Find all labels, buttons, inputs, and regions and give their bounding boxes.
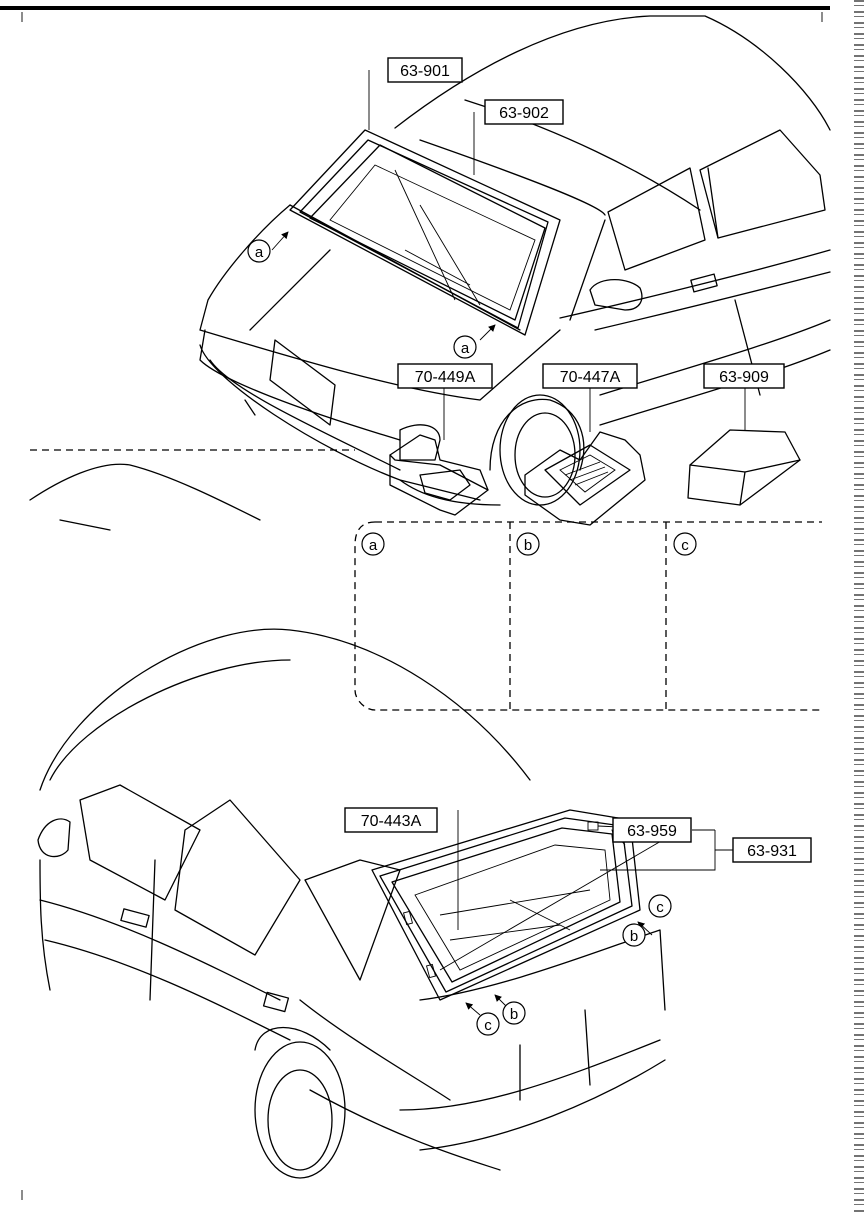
spacer-63-909-illustration xyxy=(687,368,801,506)
callout-b-rear-right: b xyxy=(630,928,638,945)
label-63-959: 63-959 xyxy=(627,823,677,840)
top-border xyxy=(0,6,830,10)
detail-box xyxy=(30,368,822,711)
label-63-931: 63-931 xyxy=(747,843,797,860)
part-labels: 63-901 63-902 70-449A 70-447A 63-909 70-… xyxy=(344,57,812,863)
label-63-909: 63-909 xyxy=(719,369,769,386)
callout-c-rear-right: c xyxy=(656,899,664,916)
callout-a-detail: a xyxy=(369,537,378,554)
clip-70-447a-illustration xyxy=(524,368,646,526)
label-70-447a: 70-447A xyxy=(560,369,621,386)
callout-b-detail: b xyxy=(524,537,532,554)
front-car-illustration xyxy=(199,15,831,506)
callout-c-detail: c xyxy=(681,537,689,554)
label-63-902: 63-902 xyxy=(499,105,549,122)
label-70-449a: 70-449A xyxy=(415,369,476,386)
callout-c-rear-left: c xyxy=(484,1017,492,1034)
label-63-901: 63-901 xyxy=(400,63,450,80)
callout-a-2: a xyxy=(461,340,470,357)
label-70-443a: 70-443A xyxy=(361,813,422,830)
callout-a-1: a xyxy=(255,244,264,261)
callout-b-rear-left: b xyxy=(510,1006,518,1023)
scan-edge-strip xyxy=(854,0,864,1214)
rear-car-illustration xyxy=(29,463,666,1179)
callout-circles: a a a b c b c b c xyxy=(247,239,697,1036)
